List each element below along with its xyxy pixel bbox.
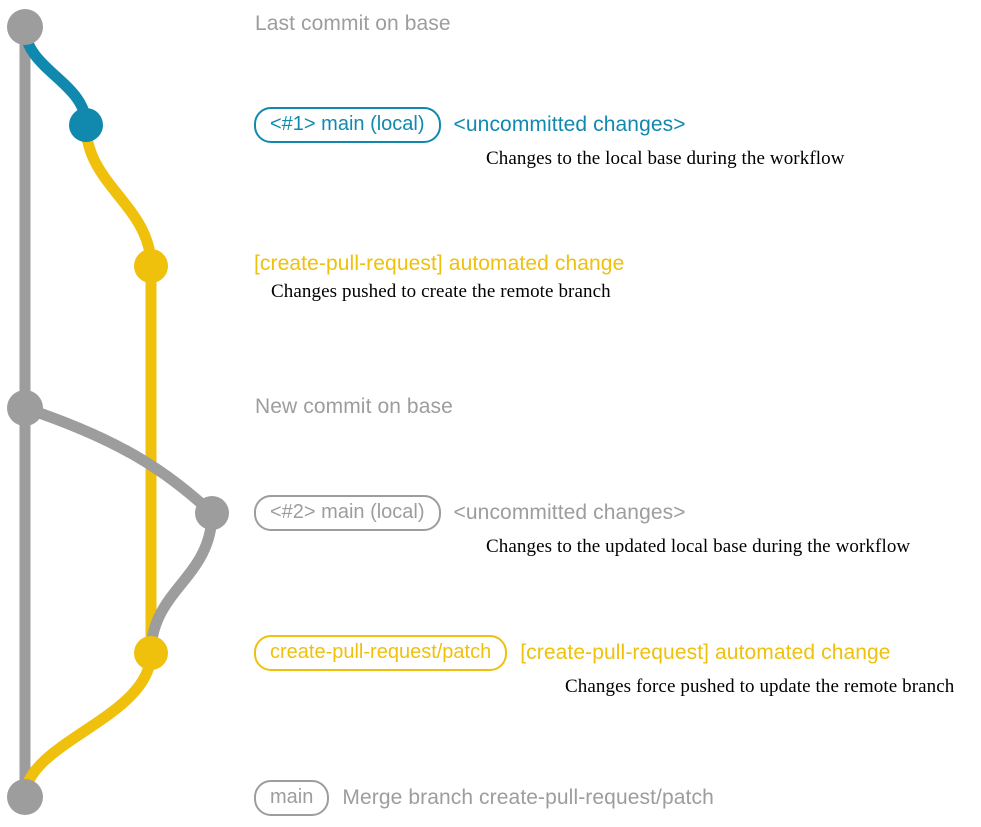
commit-node-local-2[interactable]: <#2> main (local)	[195, 496, 229, 530]
section-note-label: Last commit on base	[255, 12, 451, 35]
branch-line-basenew-to-local2	[19, 402, 218, 519]
commit-node-layer: Last commit on base <#1> main (local) [cre…	[7, 9, 229, 815]
commit-node-base-last[interactable]: Last commit on base	[7, 9, 43, 45]
branch-line-local2-to-patch2	[145, 507, 218, 659]
commit-header-row: <#2> main (local) <uncommitted changes>	[254, 495, 910, 531]
ref-pill-entry-merge[interactable]: main	[254, 780, 330, 816]
commit-subject-entry-patch-2: [create-pull-request] automated change	[520, 641, 891, 664]
annotation-entry-merge: main Merge branch create-pull-request/pat…	[254, 780, 714, 816]
branch-line-local1-to-patch1	[80, 119, 157, 272]
branch-line-layer	[19, 21, 218, 803]
ref-pill-entry-local-1[interactable]: <#1> main (local)	[254, 107, 441, 143]
annotation-entry-patch-2: create-pull-request/patch [create-pull-re…	[254, 635, 954, 698]
commit-body-entry-local-2: Changes to the updated local base during…	[486, 536, 911, 557]
commit-node-base-merge[interactable]: main	[7, 779, 43, 815]
commit-subject-entry-local-2: <uncommitted changes>	[453, 501, 686, 524]
branch-line-patch2-to-merge	[19, 647, 157, 803]
commit-header-row: main Merge branch create-pull-request/pat…	[254, 780, 714, 816]
commit-header-row: <#1> main (local) <uncommitted changes>	[254, 107, 845, 143]
commit-body-entry-patch-1: Changes pushed to create the remote bran…	[271, 281, 611, 302]
commit-body-entry-patch-2: Changes force pushed to update the remot…	[565, 676, 955, 697]
commit-node-base-new[interactable]: New commit on base	[7, 390, 43, 426]
annotation-note-new-commit: New commit on base	[255, 395, 453, 419]
commit-node-patch-2[interactable]: create-pull-request/patch	[134, 636, 168, 670]
annotation-entry-local-1: <#1> main (local) <uncommitted changes> Ch…	[254, 107, 845, 170]
section-note-label: New commit on base	[255, 395, 453, 418]
ref-pill-entry-patch-2[interactable]: create-pull-request/patch	[254, 635, 508, 671]
commit-subject-entry-merge: Merge branch create-pull-request/patch	[342, 786, 714, 809]
commit-node-patch-1[interactable]: [create-pull-request] automated change	[134, 249, 168, 283]
annotation-entry-local-2: <#2> main (local) <uncommitted changes> Ch…	[254, 495, 910, 558]
annotation-note-last-commit: Last commit on base	[255, 12, 451, 36]
commit-node-local-1[interactable]: <#1> main (local)	[69, 108, 103, 142]
commit-header-row: [create-pull-request] automated change	[254, 252, 624, 276]
commit-header-row: create-pull-request/patch [create-pull-re…	[254, 635, 954, 671]
ref-pill-entry-local-2[interactable]: <#2> main (local)	[254, 495, 441, 531]
commit-body-entry-local-1: Changes to the local base during the wor…	[486, 148, 845, 169]
commit-subject-entry-local-1: <uncommitted changes>	[453, 113, 686, 136]
commit-subject-entry-patch-1: [create-pull-request] automated change	[254, 252, 625, 275]
branch-line-base-to-local1	[19, 21, 92, 131]
